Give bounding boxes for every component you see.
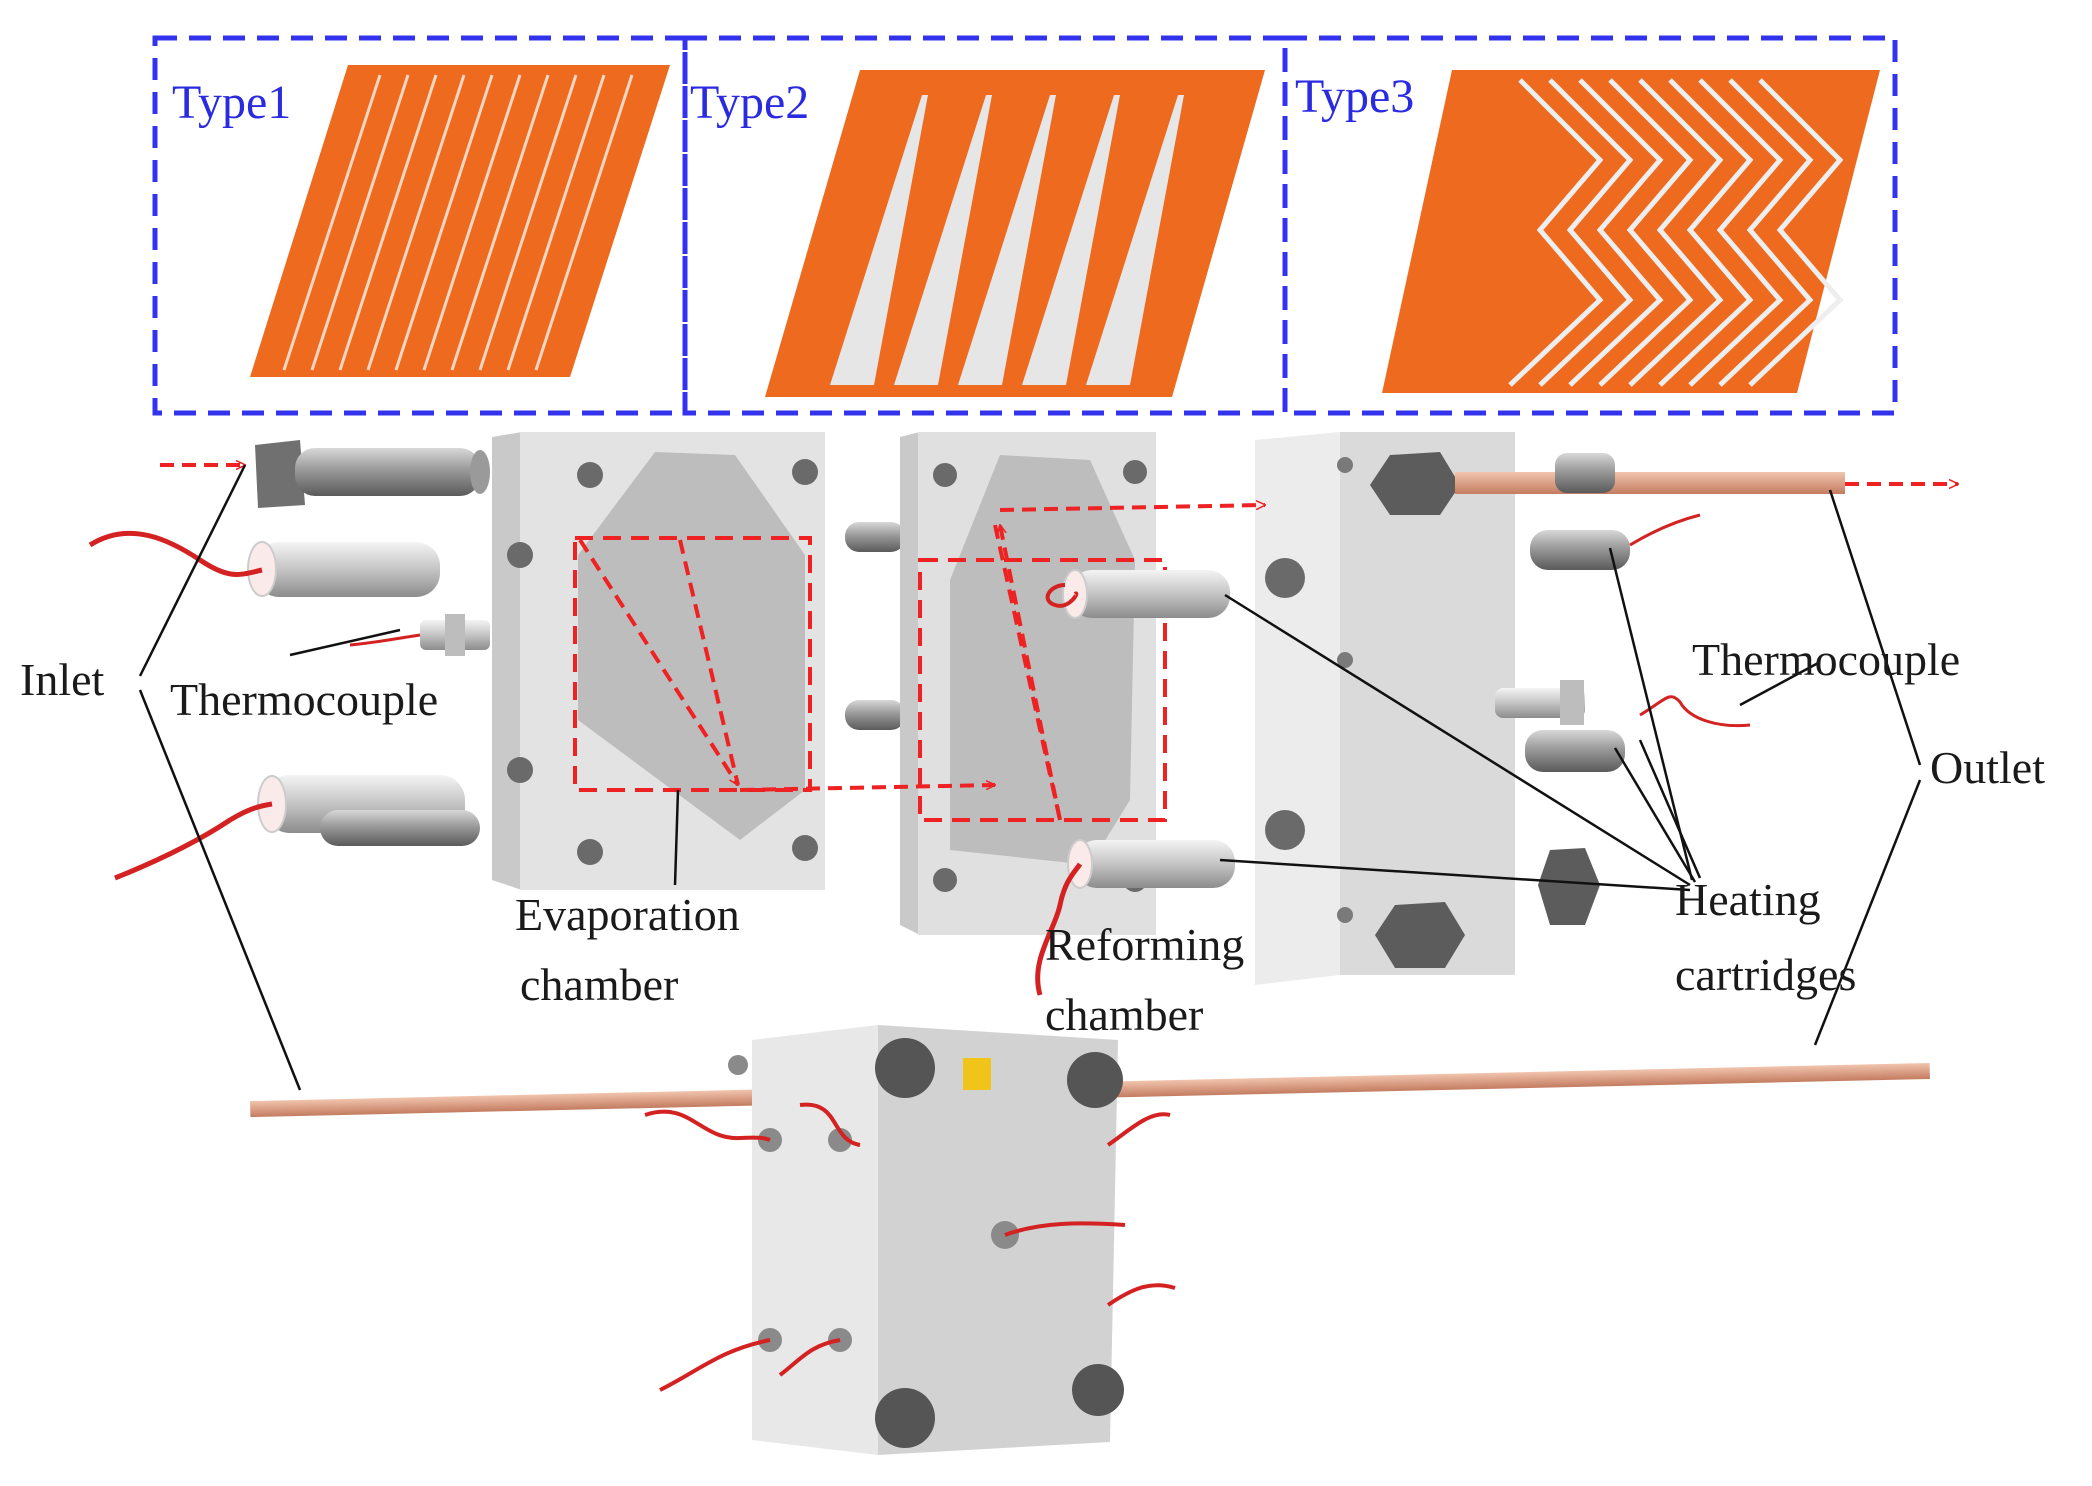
heating-leader-1 [1224,593,1691,887]
type3-channel [1658,78,1754,387]
outlet-label: Outlet [1930,742,2045,793]
type1-channel [506,74,606,371]
right-side-components [1495,453,1751,925]
type3-channel [1688,78,1784,387]
inlet-leader-bottom [138,689,302,1091]
thermocouple-left [420,614,490,656]
type3-channel [1568,78,1664,387]
panel-type1-label: Type1 [172,76,291,129]
assembled-reactor [250,1025,1930,1455]
type1-channel [310,74,410,371]
heating-cartridge-left-1 [247,541,440,597]
panel-type3-label: Type3 [1295,70,1414,123]
type1-channel [338,74,438,371]
type3-channel [1538,78,1634,387]
type3-channel [1748,78,1844,387]
thermocouple-left-leader [289,628,401,657]
type2-channel [894,95,992,385]
type3-channel [1628,78,1724,387]
type3-channel [1508,78,1604,387]
thermocouple-right-leader [1739,660,1821,707]
type1-channel [366,74,466,371]
outlet-leader-top [1828,489,1922,766]
inlet-leader-top [138,464,247,677]
heater-wires-left [88,530,421,881]
type2-tapered-channels [830,95,1184,385]
type2-channel [830,95,928,385]
outlet-leader-bottom [1813,779,1922,1046]
type3-zigzag-channels [1508,78,1844,387]
panel-type1: Type1 [152,35,688,416]
heating-leader-2 [1219,858,1691,892]
heating-leader-4 [1613,747,1697,883]
panel-type3-border [1282,35,1898,416]
type2-channel [1022,95,1120,385]
heating-label-line2: cartridges [1675,949,1856,1000]
evaporation-label-line2: chamber [520,959,678,1010]
evaporation-chamber-box [573,536,812,792]
evaporation-leader [673,789,680,886]
reforming-chamber-box [918,558,1167,822]
type2-channel [958,95,1056,385]
flow-arrows [160,465,1958,821]
type3-channel [1598,78,1694,387]
type2-channel [1086,95,1184,385]
panel-type2-label: Type2 [690,76,809,129]
outlet-pipe [1455,472,1845,494]
type1-channel [422,74,522,371]
heating-label-line1: Heating [1675,874,1821,925]
connector-pins-middle [845,522,905,730]
heating-leader-5 [1638,739,1702,879]
heating-leader-3 [1608,547,1694,881]
panel-type1-border [152,35,688,416]
evaporation-vertical-arrow [678,539,740,786]
type1-channel [534,74,634,371]
panel-type2: Type2 [682,35,1288,416]
reforming-label-line1: Reforming [1045,919,1244,970]
type1-channel [282,74,382,371]
type1-channel [394,74,494,371]
type3-channel [1718,78,1814,387]
evaporation-diagonal-arrow [578,538,740,785]
end-plate [1255,432,1515,985]
type1-channel [478,74,578,371]
heating-cartridge-left-2 [257,775,480,846]
reforming-plate [900,432,1167,935]
yellow-fitting [963,1058,991,1090]
inlet-label: Inlet [20,654,105,705]
thermocouple-right-label: Thermocouple [1692,634,1960,685]
reforming-diagonal-arrow [993,524,1062,821]
inlet-fitting [255,440,490,508]
leader-lines [138,464,1922,1091]
type1-flow-plate [250,65,670,377]
panel-type3: Type3 [1282,35,1898,416]
reforming-label-line2: chamber [1045,989,1203,1040]
reform-to-end-arrow [999,505,1265,512]
heating-cartridge-reforming [1035,569,1235,996]
thermocouple-left-label: Thermocouple [170,674,438,725]
evaporation-plate [492,432,825,890]
evaporation-label-line1: Evaporation [515,889,740,940]
type1-channel [450,74,550,371]
type1-straight-channels [282,74,634,371]
